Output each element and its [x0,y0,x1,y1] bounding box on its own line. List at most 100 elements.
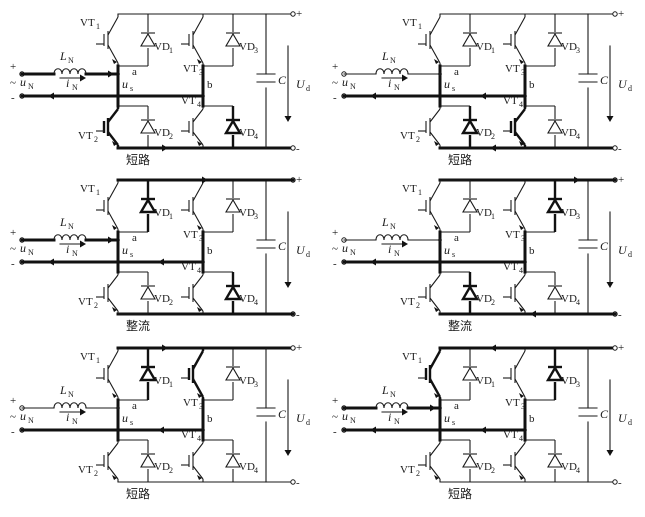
ud-label-sub: d [306,250,310,259]
igbt-collector [192,442,204,457]
igbt-collector [428,350,442,370]
vt2-label-text: VT [400,464,415,476]
vd2-label-text: VD [476,461,492,473]
igbt-emitter [107,297,119,312]
source-minus-sign: - [333,92,337,104]
inductor-coil-icon [53,234,87,241]
vt1-label-sub: 1 [96,188,100,197]
current-direction-arrow-icon [80,240,86,248]
igbt-collector [514,16,526,36]
vt1-label-sub: 1 [96,356,100,365]
igbt-emitter [514,378,526,398]
vt2-label-sub: 2 [416,469,420,478]
node-b-label: b [529,245,535,257]
igbt-collector [107,274,119,289]
diode-triangle-icon [460,118,480,135]
igbt-emitter [192,465,204,480]
igbt-emitter [514,465,526,480]
vt4-label-text: VT [181,95,196,107]
cap-label: C [600,239,609,253]
terminal [612,11,618,17]
vt4-label-sub: 4 [197,100,201,109]
path-arrow-icon [162,144,168,152]
ud-label-text: U [296,411,306,425]
diode-triangle-icon [547,32,563,47]
igbt-collector [107,350,119,370]
vd3-label-text: VD [239,41,255,53]
igbt-collector [192,182,204,202]
current-label-text: i [388,242,391,256]
us-label-text: u [122,411,128,425]
source-voltage-label-sub: N [28,82,34,91]
igbt-emitter [429,210,441,230]
vd4-label-text: VD [561,127,577,139]
panel-caption: 整流 [126,318,150,333]
vt3-label-sub: 3 [521,68,525,77]
vt4-device [503,271,563,315]
vt2-label-text: VT [78,296,93,308]
emitter-arrow-icon [197,475,202,480]
ac-source-tilde: ~ [10,243,16,255]
path-arrow-icon [574,176,580,184]
ac-return-arrow-icon [370,426,376,434]
vd1-label-text: VD [154,207,170,219]
vt4-label-text: VT [181,429,196,441]
node-a-label: a [454,400,459,412]
ud-arrow-icon [606,282,614,288]
vd4-label-sub: 4 [576,298,580,307]
ac-source-tilde: ~ [332,77,338,89]
node-b-label: b [207,79,213,91]
igbt-emitter [107,465,119,480]
emitter-arrow-icon [112,307,117,312]
ac-source-tilde: ~ [10,411,16,423]
igbt-collector [514,350,526,370]
inductor-label-text: L [59,49,67,63]
vt1-label-text: VT [402,17,417,29]
current-label-text: i [66,410,69,424]
ud-minus-sign: - [618,309,622,321]
current-direction-arrow-icon [402,408,408,416]
ud-arrow-icon [284,116,292,122]
ud-minus-sign: - [296,309,300,321]
terminal [290,479,296,485]
node-b-label: b [207,413,213,425]
ud-label-text: U [296,77,306,91]
current-label-sub: N [72,83,78,92]
vt3-label-text: VT [505,397,520,409]
us-label-text: u [444,77,450,91]
vd4-label-sub: 4 [576,466,580,475]
current-direction-arrow-icon [80,74,86,82]
ud-plus-sign: + [296,8,302,20]
panel-caption: 短路 [126,152,150,167]
ud-arrow-icon [284,282,292,288]
vt4-device [181,271,243,315]
inductor-path [53,234,87,241]
vd4-label-sub: 4 [576,132,580,141]
vt3-label-text: VT [505,63,520,75]
us-label-sub: s [452,418,455,427]
vd4-label-text: VD [239,461,255,473]
vt2-device [418,439,478,483]
vt2-device [96,105,156,149]
source-plus-sign: + [10,61,16,73]
